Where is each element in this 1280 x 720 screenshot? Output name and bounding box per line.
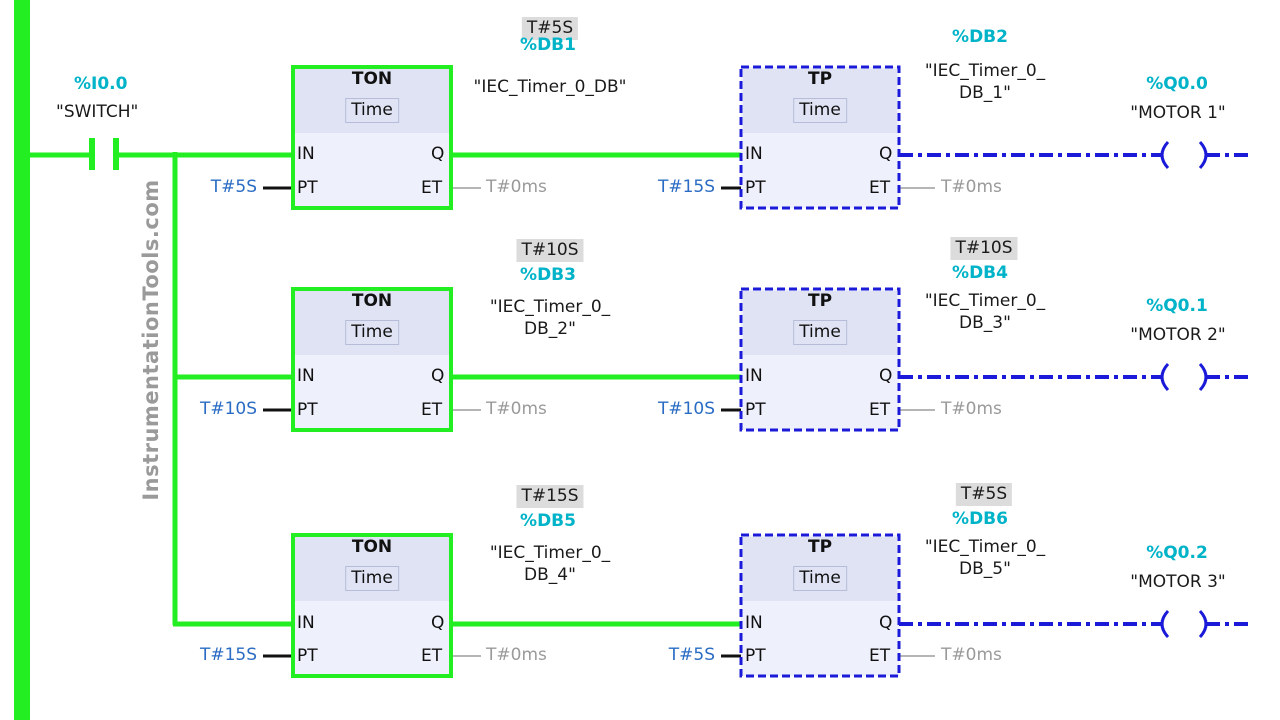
tp-et-pin-3: ET: [869, 646, 891, 666]
tp-pt-value-3: T#5S: [668, 645, 715, 665]
tp-in-pin-2: IN: [745, 366, 763, 386]
tp-db-address-2: %DB4: [952, 263, 1008, 283]
tp-sub-3: Time: [793, 566, 847, 591]
tp-in-pin-3: IN: [745, 613, 763, 633]
input-address: %I0.0: [74, 74, 128, 94]
tp-sub-2: Time: [793, 320, 847, 345]
coil-tag-3: "MOTOR 3": [1130, 572, 1226, 592]
ton-instance-name-2-2: DB_2": [524, 319, 576, 339]
tp-pt-value-2: T#10S: [657, 399, 715, 419]
contact-left-plate: [89, 138, 95, 170]
tp-instance-name-2-2: DB_3": [959, 313, 1011, 333]
ton-instance-name-3-1: "IEC_Timer_0_: [489, 543, 611, 563]
ton-type-2: TON: [351, 291, 393, 311]
tp-sub-1: Time: [793, 98, 847, 123]
tp-q-pin-3: Q: [879, 613, 893, 633]
tp-preset-chip-2: T#10S: [950, 237, 1018, 260]
coil-left-arc-2: [1160, 362, 1170, 392]
tp-q-pin-1: Q: [879, 144, 893, 164]
ton-instance-name-1-1: "IEC_Timer_0_DB": [473, 77, 627, 97]
coil-tag-2: "MOTOR 2": [1130, 325, 1226, 345]
ton-pt-pin-1: PT: [297, 178, 318, 198]
coil-address-1: %Q0.0: [1146, 74, 1208, 94]
ton-et-pin-2: ET: [421, 400, 443, 420]
ton-pt-pin-3: PT: [297, 646, 318, 666]
ton-pt-value-1: T#5S: [210, 177, 257, 197]
tp-db-address-3: %DB6: [952, 509, 1008, 529]
tp-instance-name-3-1: "IEC_Timer_0_: [924, 537, 1046, 557]
tp-pt-pin-2: PT: [745, 400, 766, 420]
tp-type-2: TP: [807, 291, 833, 311]
coil-left-arc-3: [1160, 609, 1170, 639]
tp-instance-name-1-2: DB_1": [959, 83, 1011, 103]
input-tag: "SWITCH": [56, 102, 139, 122]
ton-instance-name-2-1: "IEC_Timer_0_: [489, 297, 611, 317]
tp-et-value-3: T#0ms: [941, 645, 1002, 665]
coil-address-2: %Q0.1: [1146, 296, 1208, 316]
tp-q-pin-2: Q: [879, 366, 893, 386]
watermark-text: InstrumentationTools.com: [139, 179, 163, 501]
contact-right-plate: [113, 138, 119, 170]
ton-type-3: TON: [351, 537, 393, 557]
tp-preset-chip-3: T#5S: [955, 483, 1013, 506]
tp-instance-name-3-2: DB_5": [959, 559, 1011, 579]
ton-preset-chip-1: T#5S: [521, 17, 579, 40]
ton-db-address-1: %DB1: [520, 35, 576, 55]
tp-type-3: TP: [807, 537, 833, 557]
tp-type-1: TP: [807, 69, 833, 89]
coil-tag-1: "MOTOR 1": [1130, 103, 1226, 123]
tp-et-value-1: T#0ms: [941, 177, 1002, 197]
ton-et-pin-1: ET: [421, 178, 443, 198]
ton-sub-3: Time: [345, 566, 399, 591]
tp-pt-value-1: T#15S: [657, 177, 715, 197]
coil-right-arc-3: [1198, 609, 1208, 639]
tp-instance-name-2-1: "IEC_Timer_0_: [924, 291, 1046, 311]
ton-et-value-3: T#0ms: [486, 645, 547, 665]
ton-et-value-1: T#0ms: [486, 177, 547, 197]
tp-pt-pin-3: PT: [745, 646, 766, 666]
tp-db-address-1: %DB2: [952, 27, 1008, 47]
coil-address-3: %Q0.2: [1146, 543, 1208, 563]
coil-left-arc-1: [1160, 140, 1170, 170]
ton-db-address-3: %DB5: [520, 511, 576, 531]
ton-type-1: TON: [351, 69, 393, 89]
coil-right-arc-2: [1198, 362, 1208, 392]
ton-in-pin-1: IN: [297, 144, 315, 164]
ton-instance-name-3-2: DB_4": [524, 565, 576, 585]
ton-sub-1: Time: [345, 98, 399, 123]
tp-pt-pin-1: PT: [745, 178, 766, 198]
ton-q-pin-3: Q: [431, 613, 445, 633]
tp-et-pin-2: ET: [869, 400, 891, 420]
ton-q-pin-2: Q: [431, 366, 445, 386]
coil-right-arc-1: [1198, 140, 1208, 170]
ton-q-pin-1: Q: [431, 144, 445, 164]
power-rail: [14, 0, 30, 720]
ton-pt-value-3: T#15S: [199, 645, 257, 665]
ton-preset-chip-2: T#10S: [516, 239, 584, 262]
tp-et-pin-1: ET: [869, 178, 891, 198]
ton-et-value-2: T#0ms: [486, 399, 547, 419]
ton-sub-2: Time: [345, 320, 399, 345]
ton-pt-pin-2: PT: [297, 400, 318, 420]
ton-et-pin-3: ET: [421, 646, 443, 666]
ton-in-pin-2: IN: [297, 366, 315, 386]
tp-et-value-2: T#0ms: [941, 399, 1002, 419]
ton-db-address-2: %DB3: [520, 265, 576, 285]
tp-in-pin-1: IN: [745, 144, 763, 164]
tp-instance-name-1-1: "IEC_Timer_0_: [924, 61, 1046, 81]
ton-preset-chip-3: T#15S: [516, 485, 584, 508]
ton-pt-value-2: T#10S: [199, 399, 257, 419]
ton-in-pin-3: IN: [297, 613, 315, 633]
